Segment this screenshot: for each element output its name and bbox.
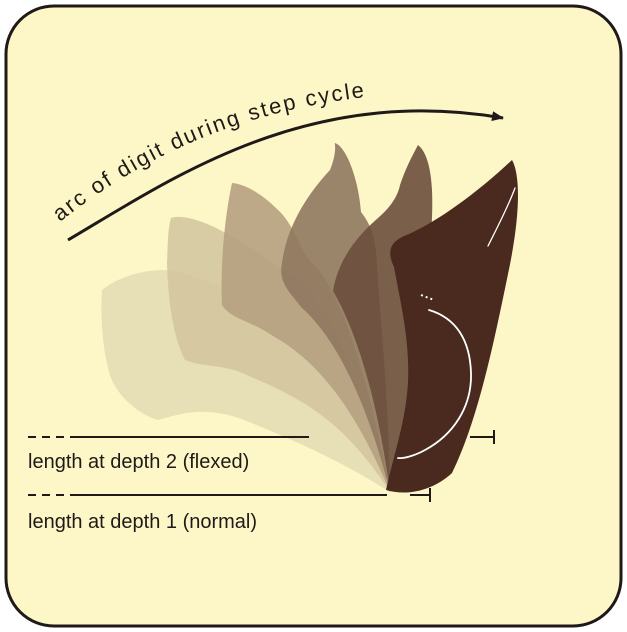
depth2-label: length at depth 2 (flexed): [28, 451, 249, 473]
depth1-label: length at depth 1 (normal): [28, 511, 257, 533]
